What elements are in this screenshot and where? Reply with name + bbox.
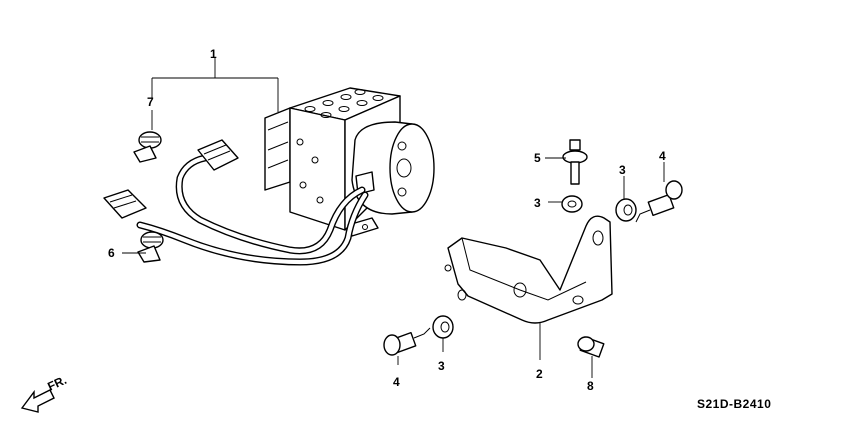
bolt-part-8[interactable] xyxy=(577,336,605,358)
front-direction-indicator: FR. xyxy=(20,373,69,413)
callout-8: 8 xyxy=(587,379,594,393)
callout-2: 2 xyxy=(536,367,543,381)
callout-7: 7 xyxy=(147,95,154,109)
harness-clip-6[interactable] xyxy=(137,231,164,263)
grommet-3c[interactable] xyxy=(432,315,454,339)
callout-4a: 4 xyxy=(659,149,666,163)
diagram-code: S21D-B2410 xyxy=(697,397,771,411)
callout-5: 5 xyxy=(534,151,541,165)
callout-labels: 1 2 3 3 3 4 4 5 6 7 8 xyxy=(108,47,666,393)
callout-4b: 4 xyxy=(393,375,400,389)
harness-connector-lower[interactable] xyxy=(103,189,147,219)
callout-3b: 3 xyxy=(619,163,626,177)
callout-1: 1 xyxy=(210,47,217,61)
front-label: FR. xyxy=(45,373,68,394)
leader-lines xyxy=(122,58,665,378)
harness-connector-upper[interactable] xyxy=(197,139,239,171)
collar-bolt-4b[interactable] xyxy=(383,327,431,356)
abs-modulator-unit[interactable] xyxy=(264,87,435,237)
modulator-bracket[interactable] xyxy=(444,215,613,324)
front-arrow-icon xyxy=(20,389,55,413)
collar-bolt-4a[interactable] xyxy=(635,180,683,223)
grommet-3a[interactable] xyxy=(561,195,583,213)
callout-3a: 3 xyxy=(534,196,541,210)
bolt-part-5[interactable] xyxy=(562,139,588,185)
grommet-3b[interactable] xyxy=(615,198,637,222)
harness-wire xyxy=(136,154,369,266)
callout-3c: 3 xyxy=(438,359,445,373)
harness-clip-7[interactable] xyxy=(133,131,162,163)
callout-6: 6 xyxy=(108,246,115,260)
